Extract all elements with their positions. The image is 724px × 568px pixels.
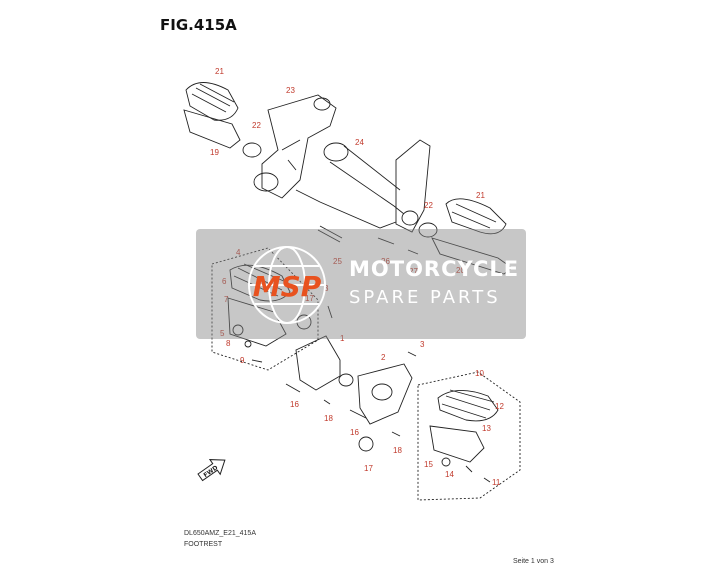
callout: 17 bbox=[364, 464, 373, 473]
part-bolt-3-left bbox=[327, 305, 333, 319]
part-footrest-bracket-2 bbox=[349, 351, 417, 437]
callout: 18 bbox=[393, 446, 402, 455]
callout: 19 bbox=[210, 148, 219, 157]
callout: 14 bbox=[445, 470, 454, 479]
callout: 5 bbox=[220, 329, 225, 338]
callout: 24 bbox=[355, 138, 364, 147]
callout: 27 bbox=[409, 267, 418, 276]
part-bracket-19 bbox=[183, 109, 241, 149]
callout: 26 bbox=[381, 257, 390, 266]
callout: 2 bbox=[381, 353, 386, 362]
part-footrest-rubber-right bbox=[445, 198, 507, 235]
callout: 23 bbox=[286, 86, 295, 95]
part-bolt-25 bbox=[317, 225, 343, 243]
callout: 16 bbox=[290, 400, 299, 409]
callout: 9 bbox=[240, 356, 245, 365]
callout: 21 bbox=[215, 67, 224, 76]
direction-badge-label: FWD bbox=[202, 464, 219, 479]
part-nut-27 bbox=[407, 249, 419, 255]
part-spring-17-right bbox=[358, 436, 374, 452]
part-frame-bracket-23 bbox=[253, 94, 337, 199]
forward-direction-arrow-icon: FWD bbox=[197, 459, 226, 482]
part-bolt-26 bbox=[377, 237, 395, 245]
watermark-line1: MOTORCYCLE bbox=[349, 257, 520, 281]
callout: 4 bbox=[236, 248, 241, 257]
part-bush-22-left bbox=[242, 142, 262, 158]
callout: 1 bbox=[340, 334, 345, 343]
callout-labels: 21 23 22 19 24 21 22 4 25 26 27 20 6 3 1… bbox=[210, 67, 504, 487]
part-bracket-20 bbox=[431, 237, 513, 275]
callout: 20 bbox=[456, 266, 465, 275]
callout: 11 bbox=[492, 478, 501, 487]
callout: 6 bbox=[222, 277, 227, 286]
part-footrest-left-assembly bbox=[227, 263, 291, 363]
watermark-logo-text: MSP bbox=[253, 270, 322, 303]
callout: 10 bbox=[475, 369, 484, 378]
callout: 13 bbox=[482, 424, 491, 433]
figure-title: FIG.415A bbox=[160, 16, 237, 34]
callout: 22 bbox=[252, 121, 261, 130]
callout: 15 bbox=[424, 460, 433, 469]
part-footrest-bracket-1 bbox=[285, 335, 354, 405]
part-footrest-right-assembly bbox=[429, 389, 499, 483]
callout: 3 bbox=[420, 340, 425, 349]
watermark-line2: SPARE PARTS bbox=[349, 287, 501, 308]
callout: 7 bbox=[224, 295, 229, 304]
callout: 22 bbox=[424, 201, 433, 210]
callout: 12 bbox=[495, 402, 504, 411]
figure-code: DL650AMZ_E21_415A bbox=[184, 530, 256, 537]
callout: 21 bbox=[476, 191, 485, 200]
part-bush-22-right bbox=[418, 222, 438, 238]
callout: 16 bbox=[350, 428, 359, 437]
part-footrest-bar-24 bbox=[295, 139, 431, 233]
callout: 25 bbox=[333, 257, 342, 266]
section-title: FOOTREST bbox=[184, 541, 223, 548]
part-footrest-rubber-left bbox=[185, 82, 239, 121]
callout: 17 bbox=[305, 294, 314, 303]
page-indicator: Seite 1 von 3 bbox=[513, 558, 554, 565]
callout: 18 bbox=[324, 414, 333, 423]
callout: 8 bbox=[226, 339, 231, 348]
msp-globe-logo-icon: MSP bbox=[248, 246, 326, 324]
callout: 3 bbox=[324, 284, 329, 293]
right-footrest-group-outline bbox=[417, 371, 521, 501]
